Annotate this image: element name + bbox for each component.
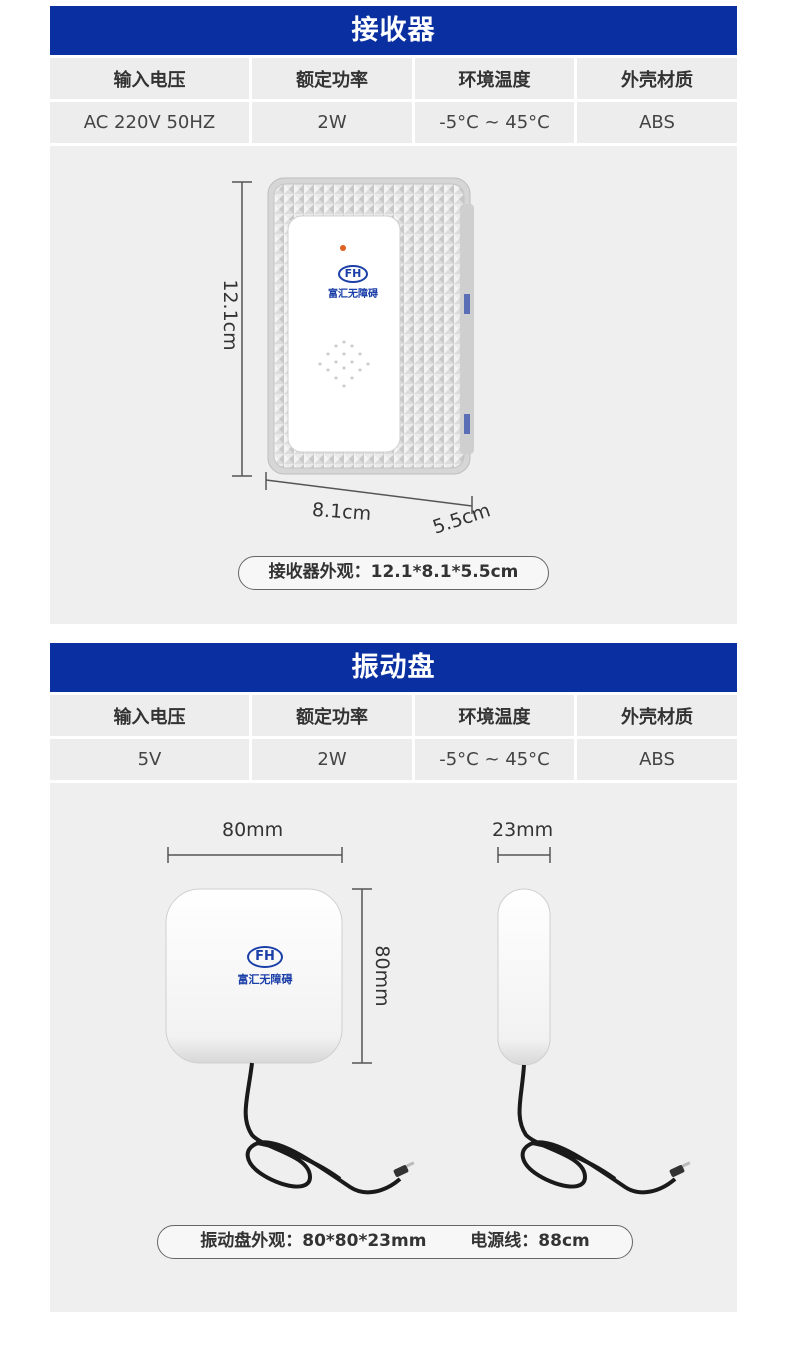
header-shell-material: 外壳材质 xyxy=(577,55,737,99)
vibrator-caption-cable: 电源线：88cm xyxy=(470,1231,590,1251)
vibrator-caption-size: 振动盘外观：80*80*23mm xyxy=(200,1231,427,1251)
vibrator-logo-text: 富汇无障碍 xyxy=(237,973,293,986)
value-shell-material: ABS xyxy=(577,99,737,143)
value-ambient-temp: -5°C ~ 45°C xyxy=(415,736,577,780)
receiver-width-dimension xyxy=(265,472,473,514)
value-ambient-temp: -5°C ~ 45°C xyxy=(415,99,577,143)
header-input-voltage: 输入电压 xyxy=(50,55,252,99)
vibrator-thickness-dimension xyxy=(497,847,551,863)
header-ambient-temp: 环境温度 xyxy=(415,692,577,736)
vibrator-width-label: 80mm xyxy=(222,819,284,841)
value-rated-power: 2W xyxy=(252,99,415,143)
speaker-grille-icon xyxy=(318,340,370,388)
header-rated-power: 额定功率 xyxy=(252,55,415,99)
vibrator-front-image xyxy=(165,888,415,1195)
vibrator-logo: FH 富汇无障碍 xyxy=(210,945,320,987)
receiver-title: 接收器 xyxy=(50,6,737,55)
value-rated-power: 2W xyxy=(252,736,415,780)
receiver-height-dimension xyxy=(232,181,252,477)
header-rated-power: 额定功率 xyxy=(252,692,415,736)
receiver-section: 接收器 输入电压 额定功率 环境温度 外壳材质 AC 220V 50HZ 2W … xyxy=(50,6,737,624)
table-row: 5V 2W -5°C ~ 45°C ABS xyxy=(50,736,737,780)
receiver-height-label: 12.1cm xyxy=(219,279,241,351)
table-header-row: 输入电压 额定功率 环境温度 外壳材质 xyxy=(50,692,737,736)
receiver-spec-table: 输入电压 额定功率 环境温度 外壳材质 AC 220V 50HZ 2W -5°C… xyxy=(50,55,737,143)
vibrator-section: 振动盘 输入电压 额定功率 环境温度 外壳材质 5V 2W -5°C ~ 45°… xyxy=(50,643,737,1312)
receiver-image-panel: 12.1cm FH 富汇无障碍 xyxy=(50,146,737,624)
vibrator-caption: 振动盘外观：80*80*23mm 电源线：88cm xyxy=(157,1225,633,1259)
receiver-logo-text: 富汇无障碍 xyxy=(328,289,378,300)
receiver-caption: 接收器外观：12.1*8.1*5.5cm xyxy=(238,556,549,590)
vibrator-height-dimension xyxy=(352,888,372,1064)
receiver-device-image xyxy=(267,177,474,475)
vibrator-spec-table: 输入电压 额定功率 环境温度 外壳材质 5V 2W -5°C ~ 45°C AB… xyxy=(50,692,737,780)
receiver-logo-mark: FH xyxy=(338,265,368,283)
receiver-logo: FH 富汇无障碍 xyxy=(298,262,408,300)
header-ambient-temp: 环境温度 xyxy=(415,55,577,99)
table-row: AC 220V 50HZ 2W -5°C ~ 45°C ABS xyxy=(50,99,737,143)
value-input-voltage: 5V xyxy=(50,736,252,780)
vibrator-logo-mark: FH xyxy=(247,946,283,968)
vibrator-width-dimension xyxy=(167,847,343,863)
value-shell-material: ABS xyxy=(577,736,737,780)
receiver-width-label: 8.1cm xyxy=(311,498,372,526)
vibrator-title: 振动盘 xyxy=(50,643,737,692)
header-input-voltage: 输入电压 xyxy=(50,692,252,736)
vibrator-image-panel: 80mm 23mm 80mm xyxy=(50,783,737,1312)
vibrator-side-image xyxy=(497,888,691,1195)
header-shell-material: 外壳材质 xyxy=(577,692,737,736)
value-input-voltage: AC 220V 50HZ xyxy=(50,99,252,143)
table-header-row: 输入电压 额定功率 环境温度 外壳材质 xyxy=(50,55,737,99)
vibrator-thickness-label: 23mm xyxy=(492,819,554,841)
